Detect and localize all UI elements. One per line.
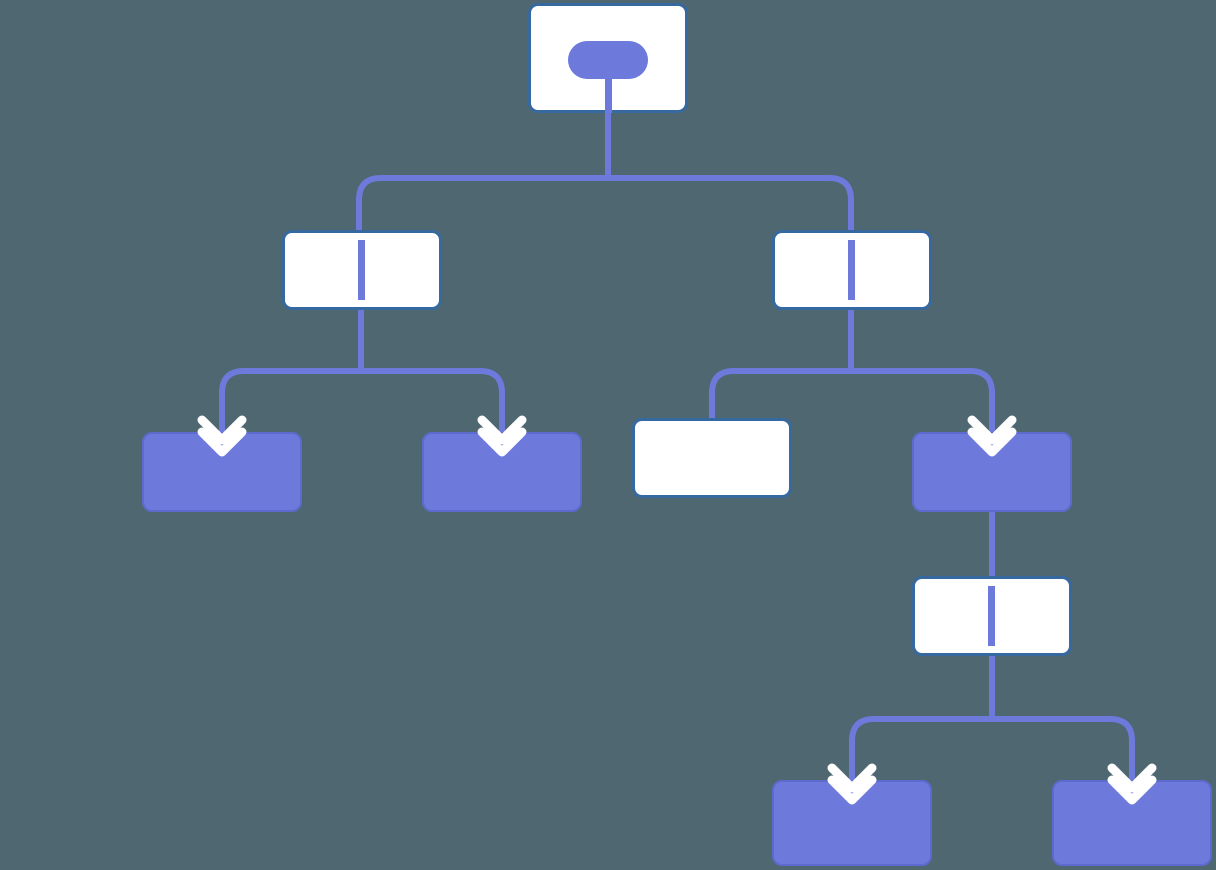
tree-node-l2-d[interactable]: [912, 432, 1072, 512]
edge-root-to-l1-left: [356, 113, 612, 230]
tree-node-l4-a[interactable]: [772, 780, 932, 866]
tree-node-l2-c[interactable]: [632, 418, 792, 498]
edge-l1-right-to-l2-d: [848, 310, 995, 432]
node-passthrough-line-l3-mid: [988, 586, 995, 646]
edge-l3-mid-to-l4-b: [989, 656, 1135, 780]
edge-l1-left-to-l2-a: [219, 310, 364, 432]
root-pill-marker: [568, 41, 648, 79]
node-passthrough-line-l1-right: [848, 240, 855, 300]
edge-l1-right-to-l2-c: [709, 310, 854, 418]
edge-l1-left-to-l2-b: [358, 310, 505, 432]
node-passthrough-line-l1-left: [358, 240, 365, 300]
edge-root-to-l1-right: [605, 113, 854, 230]
tree-node-l2-a[interactable]: [142, 432, 302, 512]
tree-node-l4-b[interactable]: [1052, 780, 1212, 866]
tree-node-l2-b[interactable]: [422, 432, 582, 512]
edge-l3-mid-to-l4-a: [849, 656, 995, 780]
root-stem-line: [605, 79, 612, 113]
